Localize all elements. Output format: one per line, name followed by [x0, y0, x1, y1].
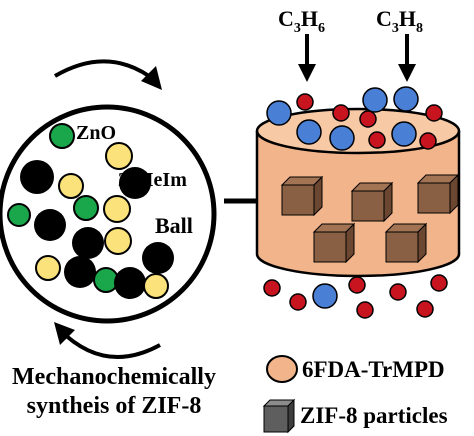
ball [119, 167, 151, 199]
zno-label: ZnO [76, 122, 116, 144]
propane-molecule [356, 301, 374, 319]
zno-particle [73, 195, 99, 221]
meim-particle [103, 195, 131, 223]
zif8-cube [350, 181, 394, 223]
membrane-legend-icon [266, 355, 298, 383]
ball-mill-jar: ZnO 2-MeIm Ball [0, 59, 217, 359]
legend: 6FDA-TrMPD ZIF-8 particles [262, 355, 448, 434]
propane-molecule [348, 276, 366, 294]
ball-label: Ball [155, 213, 193, 238]
propane-molecule [289, 293, 307, 311]
meim-particle [104, 227, 132, 255]
ball [20, 160, 54, 194]
propane-molecule [425, 104, 443, 122]
ball [142, 242, 174, 274]
legend-membrane-label: 6FDA-TrMPD [302, 357, 445, 382]
zif8-cube [384, 222, 428, 264]
c3h8-label: C3H8 [376, 6, 423, 36]
c3h6-label: C3H6 [278, 6, 325, 36]
propylene-molecule [312, 283, 338, 309]
rotation-arrow-head-icon [141, 66, 162, 90]
propylene-molecule [362, 87, 388, 113]
propane-molecule [263, 279, 281, 297]
ball [114, 267, 146, 299]
rotation-arrow-icon [53, 59, 159, 84]
propylene-molecule [266, 100, 292, 126]
cube-icon [262, 398, 296, 434]
propylene-molecule [329, 125, 355, 151]
propane-molecule [368, 131, 386, 149]
zif8-cube [416, 173, 460, 215]
propylene-molecule [296, 119, 322, 145]
propylene-molecule [393, 86, 419, 112]
membrane-cylinder [255, 86, 461, 278]
ball [72, 227, 104, 259]
rotation-arrow-icon [58, 328, 161, 359]
caption-line-1: Mechanochemically [12, 364, 216, 390]
caption-line-2: syntheis of ZIF-8 [27, 393, 202, 419]
zif8-cube [280, 175, 324, 217]
propane-molecule [296, 93, 314, 111]
meim-particle [143, 273, 169, 299]
propane-molecule [430, 274, 448, 292]
legend-particles-label: ZIF-8 particles [300, 403, 448, 428]
zno-particle [7, 203, 31, 227]
propane-molecule [359, 110, 377, 128]
rotation-arrow-head-icon [54, 322, 75, 345]
meim-label: 2-MeIm [118, 169, 187, 191]
zif8-cube [312, 222, 356, 264]
propane-molecule [389, 283, 407, 301]
zno-particle [49, 123, 75, 149]
down-arrow-head-icon [298, 64, 316, 82]
propane-molecule [416, 300, 434, 318]
ball [34, 209, 66, 241]
meim-particle [58, 173, 84, 199]
propane-molecule [419, 132, 437, 150]
meim-particle [35, 255, 61, 281]
meim-particle [105, 142, 133, 170]
propane-molecule [332, 104, 350, 122]
down-arrow-head-icon [398, 64, 416, 82]
propylene-molecule [391, 121, 417, 147]
ball [64, 256, 96, 288]
